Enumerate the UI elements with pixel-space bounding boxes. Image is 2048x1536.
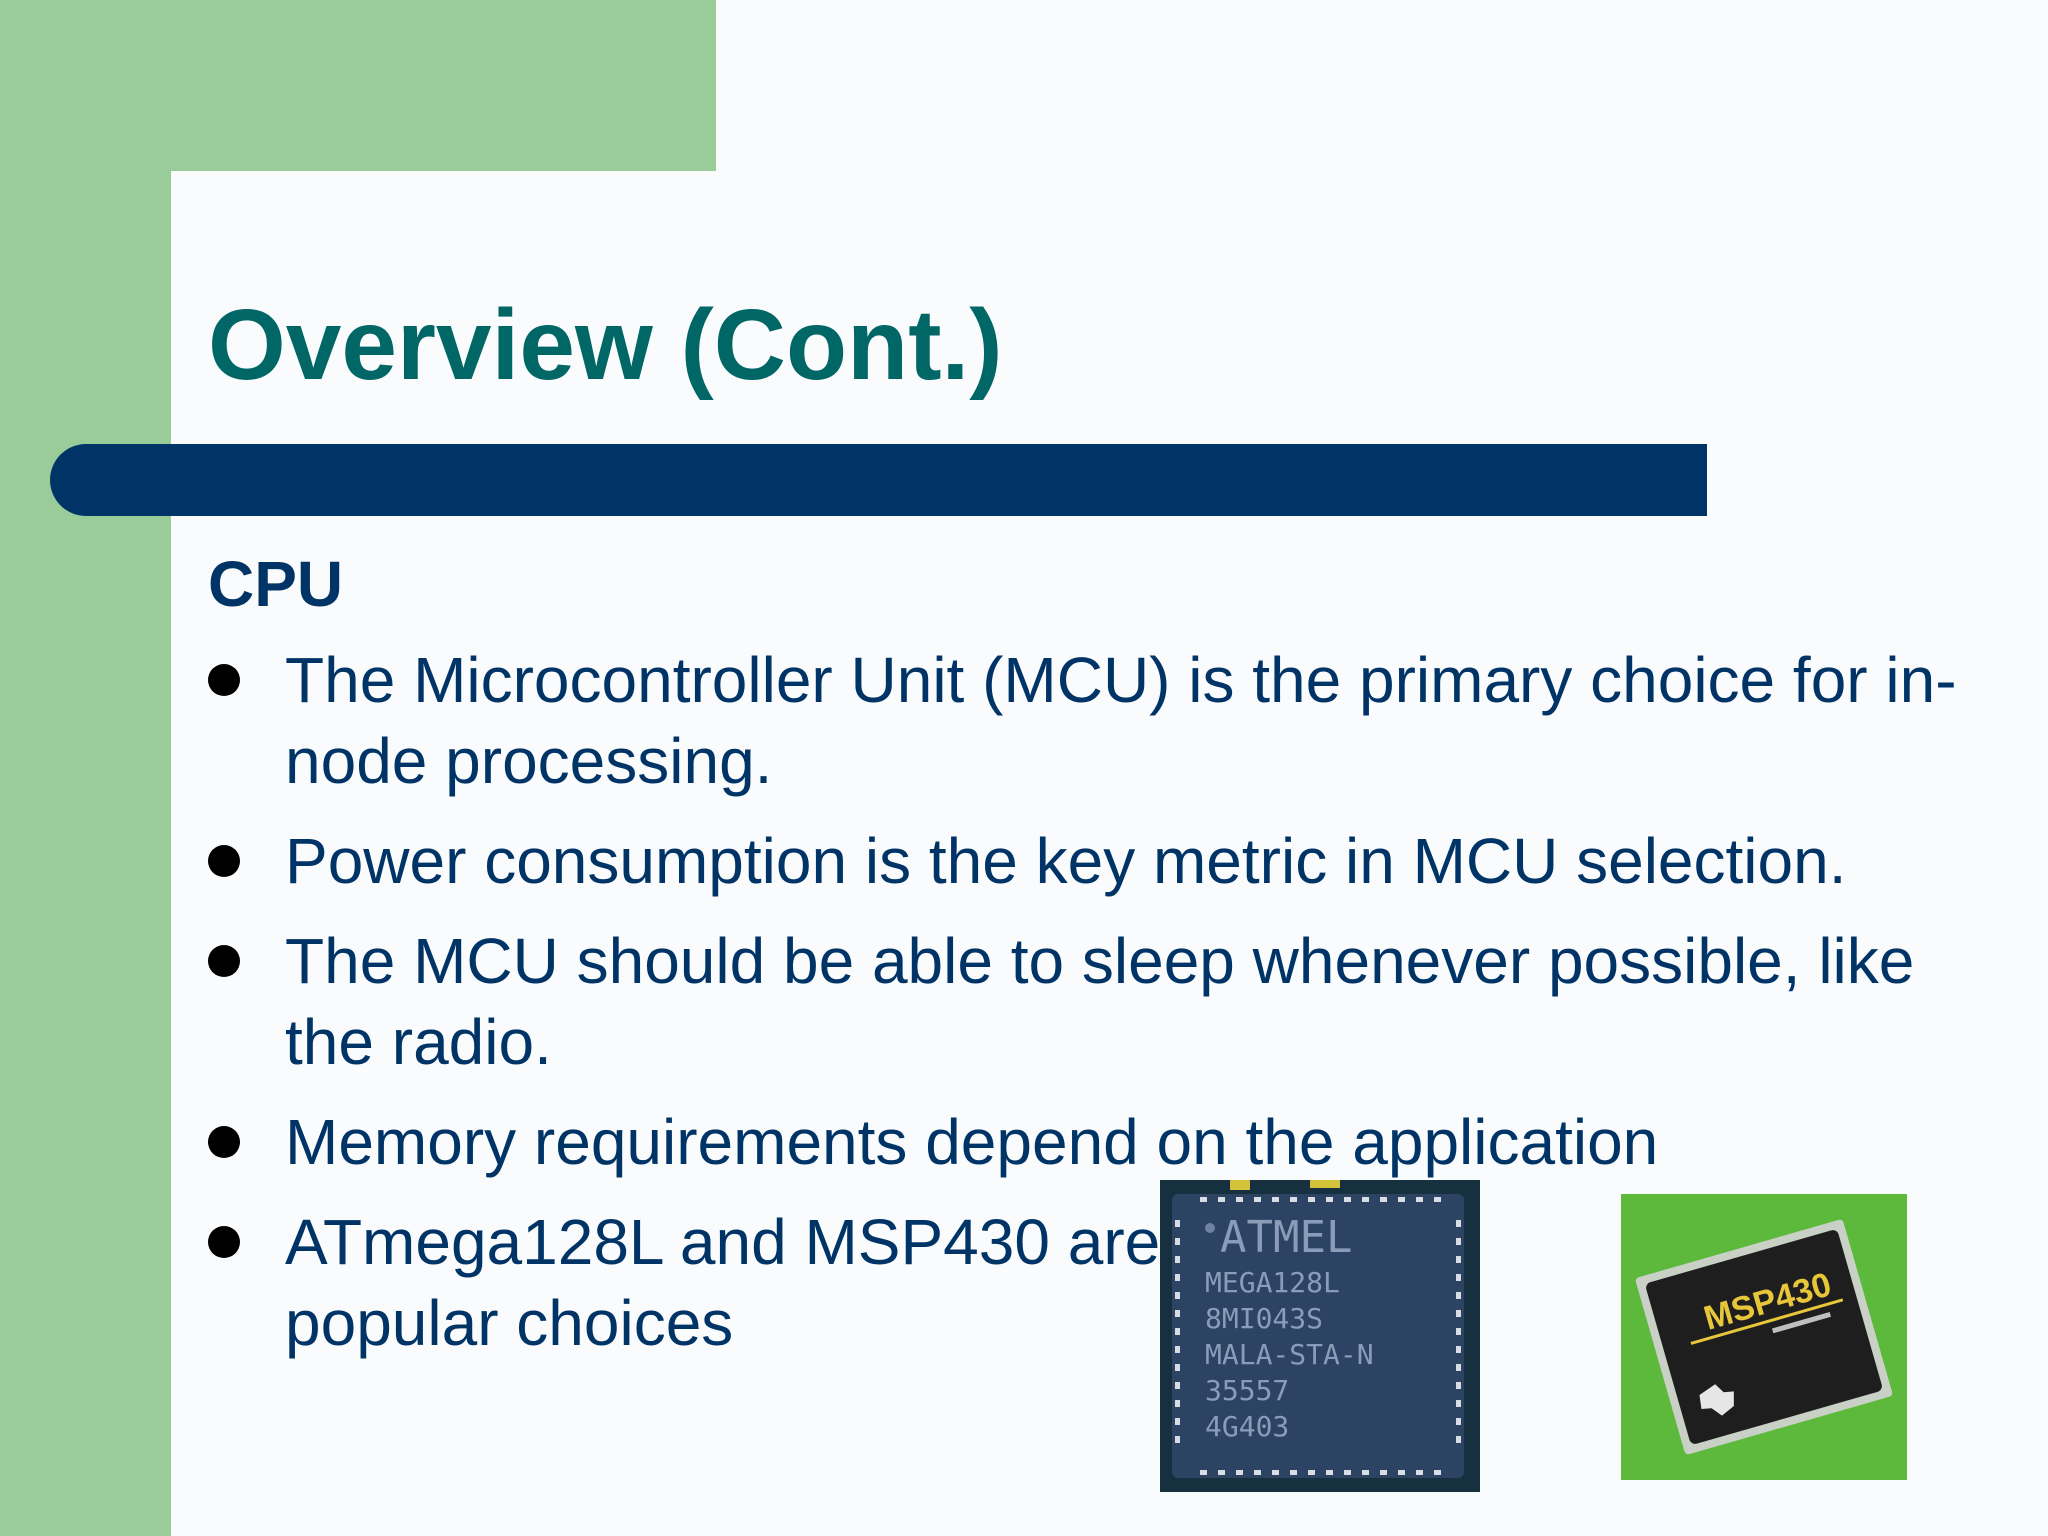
bullet-icon xyxy=(208,664,240,696)
bullet-item: Memory requirements depend on the applic… xyxy=(208,1102,1998,1183)
bullet-text: Memory requirements depend on the applic… xyxy=(285,1106,1659,1178)
bullet-icon xyxy=(208,1226,240,1258)
bullet-text: ATmega128L and MSP430 are popular choice… xyxy=(285,1206,1161,1359)
top-accent-band xyxy=(0,0,716,171)
bullet-item: The Microcontroller Unit (MCU) is the pr… xyxy=(208,640,1998,802)
bullet-list: The Microcontroller Unit (MCU) is the pr… xyxy=(208,640,1998,1383)
bullet-text: Power consumption is the key metric in M… xyxy=(285,825,1847,897)
section-heading: CPU xyxy=(208,548,344,620)
atmel-chip-marking: MALA-STA-N xyxy=(1205,1338,1374,1371)
bullet-text: The Microcontroller Unit (MCU) is the pr… xyxy=(285,644,1957,797)
bullet-item: The MCU should be able to sleep whenever… xyxy=(208,921,1998,1083)
ti-logo-icon xyxy=(1699,1384,1734,1416)
atmel-chip-marking: 4G403 xyxy=(1205,1410,1289,1443)
atmel-chip-marking: 35557 xyxy=(1205,1374,1289,1407)
slide-title: Overview (Cont.) xyxy=(208,289,1003,401)
msp430-chip-photo: MSP430 xyxy=(1621,1194,1907,1480)
atmel-chip-marking: ATMEL xyxy=(1220,1212,1352,1263)
bullet-icon xyxy=(208,945,240,977)
atmel-chip-marking: MEGA128L xyxy=(1205,1266,1340,1299)
atmel-chip-marking: 8MI043S xyxy=(1205,1302,1323,1335)
atmel-chip-photo: ATMEL MEGA128L 8MI043S MALA-STA-N 35557 … xyxy=(1160,1180,1480,1492)
bullet-icon xyxy=(208,845,240,877)
bullet-text: The MCU should be able to sleep whenever… xyxy=(285,925,1915,1078)
bullet-item: Power consumption is the key metric in M… xyxy=(208,821,1998,902)
bullet-item: ATmega128L and MSP430 are popular choice… xyxy=(208,1202,1998,1364)
bullet-icon xyxy=(208,1126,240,1158)
title-divider-bar xyxy=(50,444,1707,516)
left-accent-band xyxy=(0,0,171,1536)
